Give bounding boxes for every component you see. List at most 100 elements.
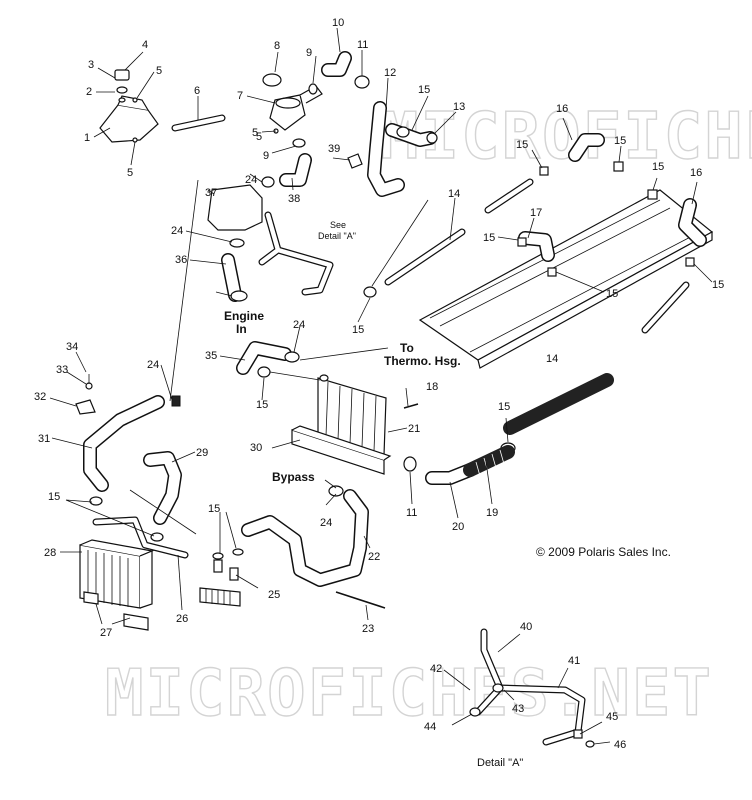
callout-7: 7: [237, 90, 243, 102]
callout-32: 32: [34, 391, 46, 403]
callout-28: 28: [44, 547, 56, 559]
hose-38: [279, 153, 312, 187]
callout-5a: 5: [156, 65, 162, 77]
callout-36: 36: [175, 254, 187, 266]
callout-30: 30: [250, 442, 262, 454]
callout-12: 12: [384, 67, 396, 79]
callout-15i: 15: [256, 399, 268, 411]
thermostat-housing: [262, 73, 323, 148]
callout-42: 42: [430, 663, 442, 675]
callout-21: 21: [408, 423, 420, 435]
filter-25: [199, 548, 244, 607]
hose-22: [241, 485, 369, 587]
strip-14-a: [384, 228, 466, 286]
hose-35: [236, 341, 300, 375]
detail-a-pipe: [258, 211, 334, 296]
label-detail-a: Detail "A": [477, 757, 523, 769]
callout-45: 45: [606, 711, 618, 723]
elbow-10: [321, 51, 370, 89]
watermark-top: MICROFICHES.NET: [380, 100, 752, 174]
reservoir-37: [207, 176, 275, 248]
callout-13: 13: [453, 101, 465, 113]
callout-16a: 16: [556, 103, 568, 115]
see-detail-line2: Detail "A": [318, 231, 356, 241]
callout-5b: 5: [127, 167, 133, 179]
hose-12: [367, 101, 405, 197]
see-detail-line1: See: [330, 220, 346, 230]
callout-14a: 14: [448, 188, 460, 200]
callout-26: 26: [176, 613, 188, 625]
callout-35: 35: [205, 350, 217, 362]
copyright: © 2009 Polaris Sales Inc.: [536, 545, 671, 559]
mount-bracket: [99, 95, 159, 143]
callout-15k: 15: [48, 491, 60, 503]
clamps-15: [257, 161, 695, 454]
bolt-34-33: [85, 374, 93, 390]
callout-18: 18: [426, 381, 438, 393]
wire-23: [335, 591, 386, 609]
pipe-26: [92, 516, 189, 559]
callout-39: 39: [328, 143, 340, 155]
callout-34: 34: [66, 341, 78, 353]
callout-41: 41: [568, 655, 580, 667]
callout-numbers: 1 2 3 4 5 5 6 7 5 8 9 9 10 11 12 13 14 1…: [34, 17, 724, 751]
callout-25: 25: [268, 589, 280, 601]
callout-44: 44: [424, 721, 436, 733]
callout-6: 6: [194, 85, 200, 97]
fitting-24-left: [171, 395, 181, 407]
hose-20: [425, 463, 477, 485]
callout-10: 10: [332, 17, 344, 29]
label-engine: Engine: [224, 309, 264, 323]
label-thermo-hsg: Thermo. Hsg.: [384, 354, 461, 368]
callout-1: 1: [84, 132, 90, 144]
hose-16-b: [678, 198, 707, 247]
label-engine-in: In: [236, 322, 247, 336]
callout-46: 46: [614, 739, 626, 751]
strip-14-d: [503, 373, 614, 435]
hose-16-a: [568, 133, 605, 162]
callout-33: 33: [56, 364, 68, 376]
strip-14-b: [484, 178, 534, 214]
callout-19: 19: [486, 507, 498, 519]
bolt-18: [403, 403, 419, 409]
callout-31: 31: [38, 433, 50, 445]
label-bypass: Bypass: [272, 470, 315, 484]
hose-29: [143, 451, 182, 525]
cap-assembly: [114, 69, 138, 143]
callout-2: 2: [86, 86, 92, 98]
chassis-frame-17: [418, 189, 714, 369]
callout-29: 29: [196, 447, 208, 459]
callout-15c: 15: [614, 135, 626, 147]
callout-9b: 9: [263, 150, 269, 162]
hose-17-bend: [518, 231, 555, 262]
callout-14b: 14: [546, 353, 558, 365]
callout-11b: 11: [406, 507, 417, 519]
callout-24e: 24: [320, 517, 332, 529]
callout-27: 27: [100, 627, 112, 639]
callout-3: 3: [88, 59, 94, 71]
callout-15l: 15: [208, 503, 220, 515]
callout-38: 38: [288, 193, 300, 205]
callout-15f: 15: [606, 288, 618, 300]
callout-5d: 5: [256, 131, 262, 143]
callout-15j: 15: [498, 401, 510, 413]
detail-a-assembly: [469, 628, 595, 748]
callout-15g: 15: [712, 279, 724, 291]
hose-31: [83, 395, 165, 492]
fitting-39: [347, 153, 363, 169]
clamps-15-left: [89, 496, 164, 542]
callout-9a: 9: [306, 47, 312, 59]
hose-19-corrugated: [463, 445, 515, 477]
callout-24a: 24: [245, 174, 257, 186]
callout-16b: 16: [690, 167, 702, 179]
callout-17: 17: [530, 207, 542, 219]
clamp-11-b: [403, 456, 417, 472]
callout-15b: 15: [516, 139, 528, 151]
oil-cooler-28: [79, 539, 155, 609]
label-to: To: [400, 341, 414, 355]
callout-24d: 24: [147, 359, 159, 371]
callout-24b: 24: [171, 225, 183, 237]
hose-36: [221, 253, 248, 302]
callout-4: 4: [142, 39, 148, 51]
